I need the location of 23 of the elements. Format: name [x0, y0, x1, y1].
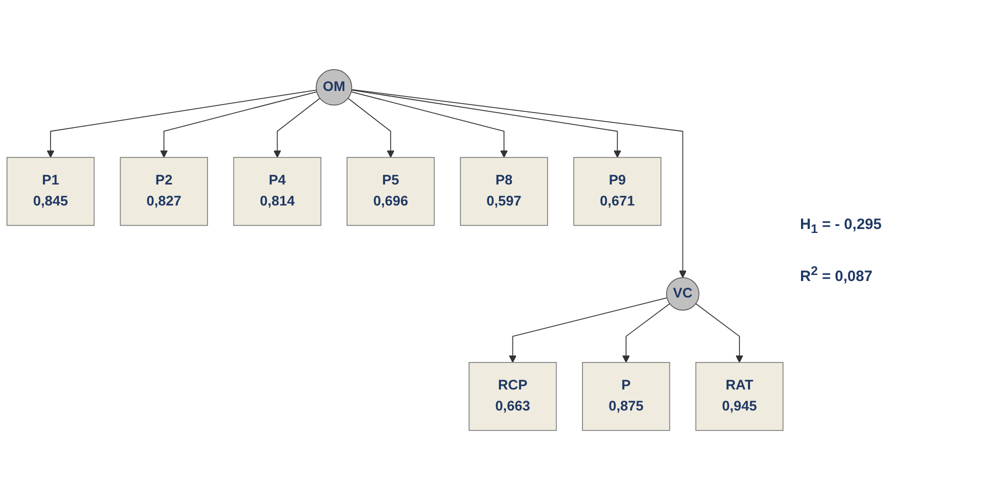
node-box: RAT 0,945 [695, 362, 784, 431]
arrow [350, 91, 508, 158]
arrow [508, 297, 668, 363]
node-box: P2 0,827 [120, 156, 208, 226]
node-box: P8 0,597 [460, 156, 548, 226]
node-box: P 0,875 [582, 362, 670, 431]
node-box: RCP 0,663 [468, 362, 557, 431]
node-box: P9 0,671 [573, 156, 662, 226]
arrow [622, 303, 670, 363]
arrow [351, 89, 687, 278]
arrow [160, 91, 318, 158]
arrow [348, 98, 394, 158]
node-box: P4 0,814 [233, 156, 322, 226]
node-circle: VC [666, 277, 700, 311]
arrow [695, 303, 744, 363]
node-box: P1 0,845 [6, 156, 95, 226]
path-coefficient-text: H$_{1}$ = - 0,295 [800, 216, 882, 236]
arrow [46, 90, 317, 158]
arrow [273, 98, 320, 158]
node-circle: OM [316, 69, 352, 106]
arrow [351, 90, 622, 158]
node-box: P5 0,696 [346, 156, 435, 226]
path-coefficient-text: R$^{2}$ = 0,087 [800, 264, 872, 284]
